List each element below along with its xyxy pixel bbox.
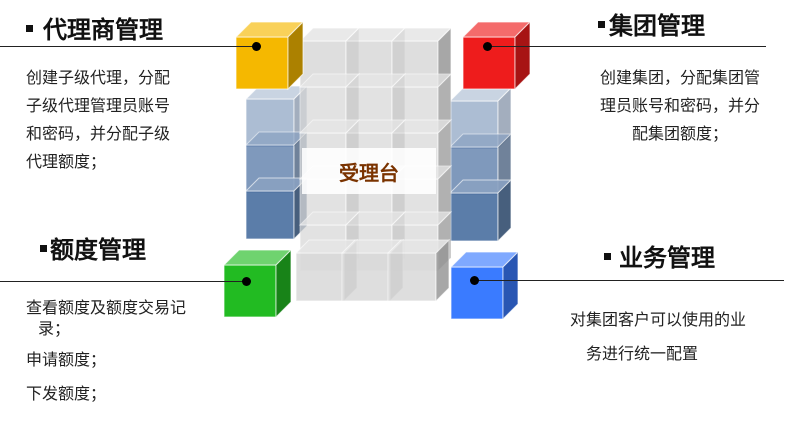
square-bullet-icon [604,252,611,260]
agent-description: 创建子级代理，分配 子级代理管理员账号 和密码，并分配子级 代理额度； [26,64,226,176]
agent-connector-line [0,46,256,47]
agent-management-heading: 代理商管理 [26,16,163,44]
quota-connector-line [0,281,248,282]
center-cube [386,238,451,303]
agent-line: 和密码，并分配子级 [26,124,171,143]
group-management-title: 集团管理 [609,12,705,40]
side-cube [244,176,309,241]
quota-line: 申请额度； [26,350,107,369]
quota-line: 录； [38,319,71,338]
quota-line: 下发额度； [26,384,107,403]
quota-color-cube [222,248,293,319]
agent-color-cube [234,20,305,91]
business-description: 对集团客户可以使用的业 务进行统一配置 [570,306,790,368]
center-label: 受理台 [302,148,436,194]
business-management-title: 业务管理 [619,244,715,272]
group-connector-dot [483,42,492,51]
agent-line: 创建子级代理，分配 [26,68,171,87]
group-line: 创建集团，分配集团管 [599,68,760,87]
agent-line: 子级代理管理员账号 [26,96,171,115]
group-description: 创建集团，分配集团管 理员账号和密码，并分 配集团额度； [570,64,790,148]
business-color-cube [449,250,520,321]
quota-management-title: 额度管理 [50,236,146,264]
quota-description: 查看额度及额度交易记 录； 申请额度； 下发额度； [26,294,226,408]
group-line: 配集团额度； [631,124,728,143]
group-management-heading: 集团管理 [598,12,705,40]
agent-management-title: 代理商管理 [43,16,163,44]
business-line: 对集团客户可以使用的业 [570,310,747,329]
business-management-heading: 业务管理 [604,244,715,272]
group-connector-line [488,46,766,47]
business-line: 务进行统一配置 [586,344,699,363]
side-cube [448,178,513,243]
agent-connector-dot [252,42,261,51]
business-connector-dot [470,276,479,285]
square-bullet-icon [40,244,47,252]
group-line: 理员账号和密码，并分 [599,96,760,115]
square-bullet-icon [26,24,33,32]
square-bullet-icon [598,20,605,28]
group-color-cube [461,20,532,91]
quota-management-heading: 额度管理 [40,236,146,264]
quota-connector-dot [242,277,251,286]
agent-line: 代理额度； [26,152,107,171]
quota-line: 查看额度及额度交易记 [26,298,187,317]
business-connector-line [476,280,784,281]
